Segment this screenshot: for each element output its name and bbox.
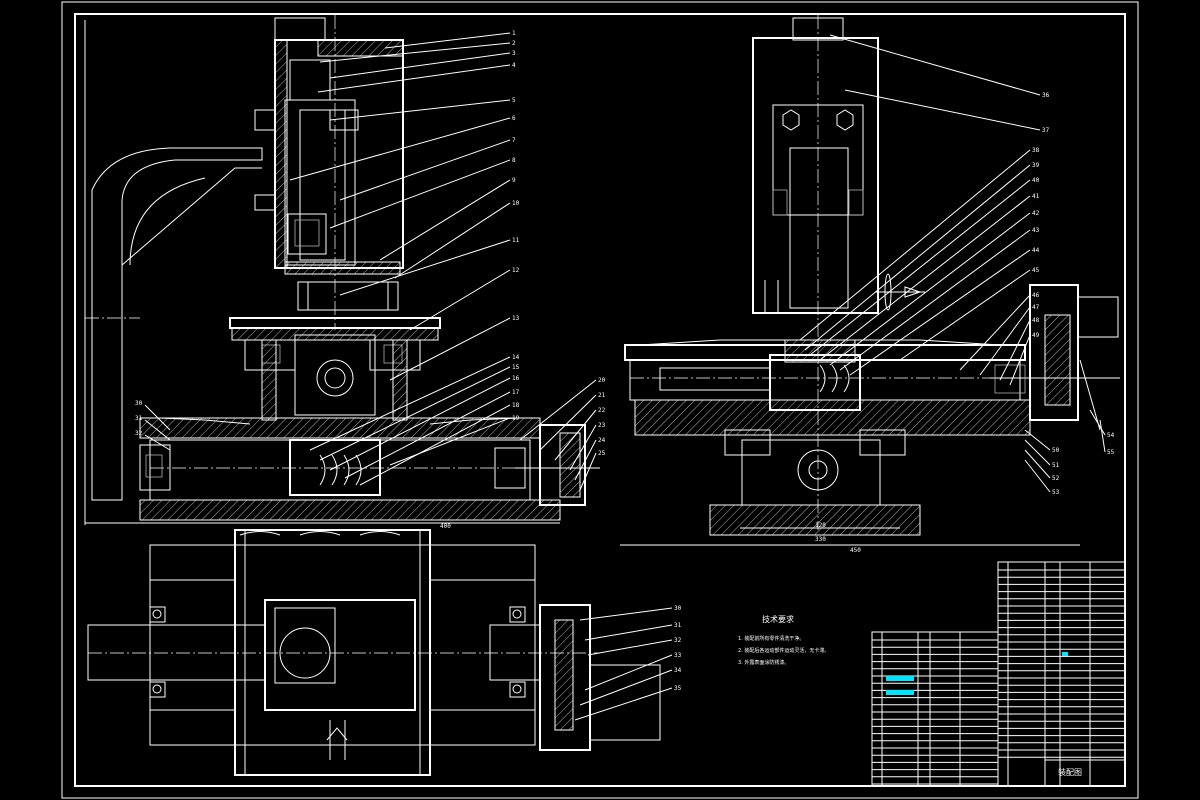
part-label: 32 bbox=[135, 430, 143, 437]
tech-title: 技术要求 bbox=[762, 614, 794, 624]
part-label: 6 bbox=[512, 115, 516, 122]
part-label: 21 bbox=[598, 392, 606, 399]
part-label: 52 bbox=[1052, 475, 1060, 482]
part-label: 41 bbox=[1032, 193, 1040, 200]
side-leaders: 36 37 38 39 40 41 42 43 44 45 46 47 48 4… bbox=[799, 34, 1115, 496]
svg-text:450: 450 bbox=[850, 547, 861, 554]
parts-list: 装配图 bbox=[871, 561, 1126, 787]
part-label: 43 bbox=[1032, 227, 1040, 234]
part-label: 55 bbox=[1107, 449, 1115, 456]
part-label: 35 bbox=[674, 685, 682, 692]
part-label: 47 bbox=[1032, 304, 1040, 311]
part-label: 25 bbox=[598, 450, 606, 457]
part-label: 51 bbox=[1052, 462, 1060, 469]
part-label: 20 bbox=[598, 377, 606, 384]
part-label: 48 bbox=[1032, 317, 1040, 324]
inner-border bbox=[74, 13, 1126, 787]
part-label: 23 bbox=[598, 422, 606, 429]
part-label: 49 bbox=[1032, 332, 1040, 339]
svg-text:330: 330 bbox=[815, 536, 826, 543]
title-block-name: 装配图 bbox=[1058, 767, 1082, 777]
front-leaders: 1 2 3 4 5 6 7 8 9 10 11 12 13 14 15 16 1… bbox=[135, 30, 606, 491]
svg-text:120: 120 bbox=[815, 522, 826, 529]
part-label: 9 bbox=[512, 177, 516, 184]
part-label: 17 bbox=[512, 389, 520, 396]
part-label: 19 bbox=[512, 415, 520, 422]
part-label: 4 bbox=[512, 62, 516, 69]
outer-border bbox=[61, 1, 1139, 799]
part-label: 40 bbox=[1032, 177, 1040, 184]
part-label: 22 bbox=[598, 407, 606, 414]
front-view: 400 bbox=[84, 15, 600, 530]
part-label: 11 bbox=[512, 237, 520, 244]
part-label: 34 bbox=[674, 667, 682, 674]
part-label: 18 bbox=[512, 402, 520, 409]
svg-text:400: 400 bbox=[440, 523, 451, 530]
part-label: 30 bbox=[135, 400, 143, 407]
technical-requirements: 技术要求 1. 装配前所有零件清洗干净。 2. 装配后各运动部件运动灵活，无卡滞… bbox=[738, 614, 829, 666]
part-label: 5 bbox=[512, 97, 516, 104]
tech-note: 3. 外露表面涂防锈漆。 bbox=[738, 659, 789, 666]
part-label: 3 bbox=[512, 50, 516, 57]
part-label: 1 bbox=[512, 30, 516, 37]
part-label: 2 bbox=[512, 40, 516, 47]
part-label: 50 bbox=[1052, 447, 1060, 454]
part-label: 12 bbox=[512, 267, 520, 274]
part-label: 32 bbox=[674, 637, 682, 644]
part-label: 39 bbox=[1032, 162, 1040, 169]
part-label: 16 bbox=[512, 375, 520, 382]
part-label: 54 bbox=[1107, 432, 1115, 439]
part-label: 7 bbox=[512, 137, 516, 144]
top-view bbox=[87, 529, 661, 776]
part-label: 30 bbox=[674, 605, 682, 612]
part-label: 8 bbox=[512, 157, 516, 164]
tech-note: 2. 装配后各运动部件运动灵活，无卡滞。 bbox=[738, 647, 829, 654]
part-label: 44 bbox=[1032, 247, 1040, 254]
part-label: 31 bbox=[135, 415, 143, 422]
part-label: 10 bbox=[512, 200, 520, 207]
part-label: 46 bbox=[1032, 292, 1040, 299]
part-label: 42 bbox=[1032, 210, 1040, 217]
top-leaders: 30 31 32 33 34 35 bbox=[574, 605, 682, 721]
part-label: 14 bbox=[512, 354, 520, 361]
part-label: 24 bbox=[598, 437, 606, 444]
side-view: 120 330 450 bbox=[620, 15, 1120, 554]
part-label: 31 bbox=[674, 622, 682, 629]
part-label: 33 bbox=[674, 652, 682, 659]
part-label: 13 bbox=[512, 315, 520, 322]
part-label: 53 bbox=[1052, 489, 1060, 496]
part-label: 15 bbox=[512, 364, 520, 371]
part-label: 37 bbox=[1042, 127, 1050, 134]
part-label: 38 bbox=[1032, 147, 1040, 154]
part-label: 36 bbox=[1042, 92, 1050, 99]
part-label: 45 bbox=[1032, 267, 1040, 274]
tech-note: 1. 装配前所有零件清洗干净。 bbox=[738, 635, 804, 642]
